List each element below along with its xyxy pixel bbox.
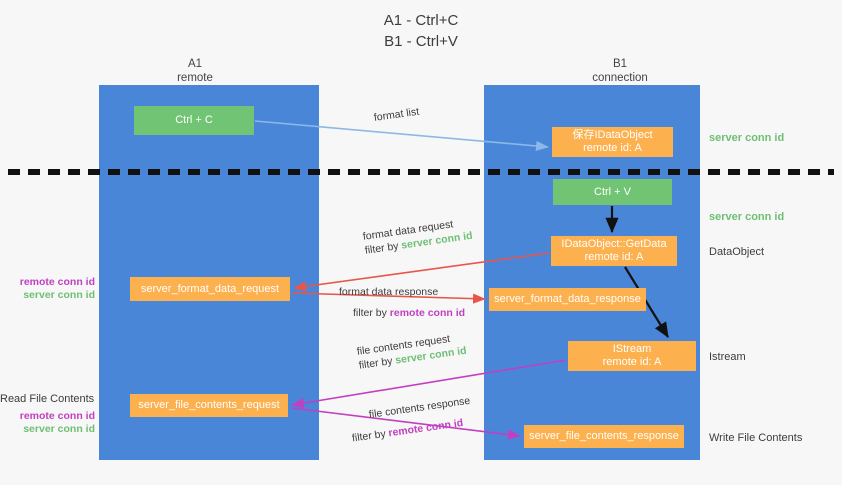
edge-label-format-data-response: format data response filter by remote co… (339, 285, 465, 320)
left-label-remote-conn-id-mid: remote conn id (19, 276, 95, 288)
left-label-conn-ids-low: remote conn id server conn id (0, 410, 95, 436)
left-label-server-conn-id-mid: server conn id (23, 289, 95, 301)
left-label-remote-conn-id-low: remote conn id (19, 410, 95, 422)
box-istream[interactable]: IStream remote id: A (568, 341, 696, 371)
edge-label-file-contents-response: file contents response filter by remote … (351, 394, 474, 445)
side-label-istream: Istream (709, 351, 746, 363)
box-idataobject[interactable]: 保存IDataObject remote id: A (552, 127, 673, 157)
box-server-file-contents-response[interactable]: server_file_contents_response (524, 425, 684, 448)
edge-label-format-data-response-text: format data response (339, 286, 439, 298)
box-server-format-data-response[interactable]: server_format_data_response (489, 288, 646, 311)
lane-header-a1: A1 remote (177, 58, 213, 84)
left-label-conn-ids-mid: remote conn id server conn id (0, 276, 95, 302)
left-label-read-file-contents: Read File Contents (0, 393, 95, 405)
page-title: A1 - Ctrl+C B1 - Ctrl+V (383, 12, 459, 50)
edge-label-format-data-request: format data request filter by server con… (362, 215, 473, 258)
box-ctrl-v[interactable]: Ctrl + V (553, 179, 672, 205)
box-server-format-data-request[interactable]: server_format_data_request (130, 277, 290, 301)
side-label-server-conn-id-mid: server conn id (709, 211, 785, 223)
side-label-write-file-contents: Write File Contents (709, 432, 803, 444)
edge-label-format-list: format list (373, 105, 420, 124)
box-server-file-contents-request[interactable]: server_file_contents_request (130, 394, 288, 417)
side-label-dataobject: DataObject (709, 246, 765, 258)
left-label-server-conn-id-low: server conn id (23, 423, 95, 435)
edge-label-file-contents-request: file contents request filter by server c… (356, 330, 467, 373)
box-ctrl-c[interactable]: Ctrl + C (134, 106, 254, 135)
box-idataobject-getdata[interactable]: IDataObject::GetData remote id: A (551, 236, 677, 266)
edge-label-format-data-response-filter: filter by remote conn id (353, 307, 466, 319)
lane-header-b1: B1 connection (592, 58, 648, 84)
side-label-server-conn-id-top: server conn id (709, 132, 785, 144)
